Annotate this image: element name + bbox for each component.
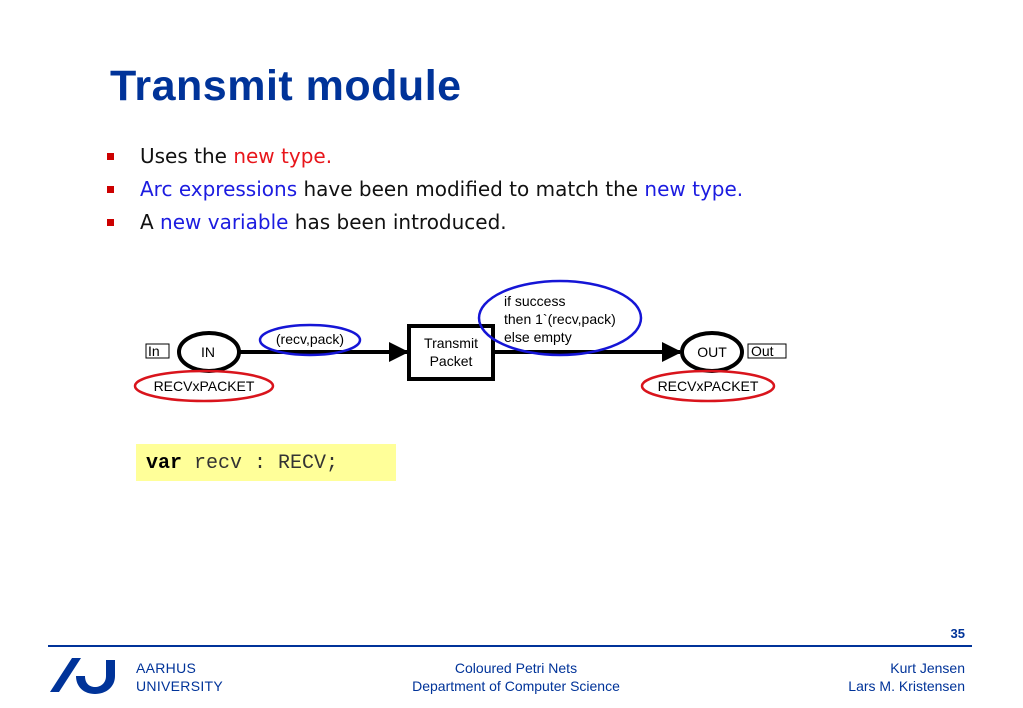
place-out-label: OUT <box>697 344 727 360</box>
bullet-item: Arc expressions have been modified to ma… <box>106 173 743 206</box>
transition-transmit-packet: Transmit Packet <box>407 324 495 381</box>
arc-in-inscription: (recv,pack) <box>276 331 344 347</box>
aarhus-university-logo-icon <box>50 658 115 694</box>
bullet-text: have been modified to match the <box>297 177 645 201</box>
page-number: 35 <box>950 626 965 641</box>
place-out-type: RECVxPACKET <box>658 378 759 394</box>
place-in-label: IN <box>201 344 215 360</box>
bullet-text: A <box>140 210 161 234</box>
type-highlight-in <box>133 369 275 403</box>
arc-out-highlight <box>477 279 643 357</box>
footer-course: Coloured Petri Nets <box>454 660 578 676</box>
slide-title: Transmit module <box>110 62 462 110</box>
arc-out-line1: if success <box>504 293 565 309</box>
footer-course-info: Coloured Petri Nets Department of Comput… <box>380 659 652 695</box>
bullet-highlight: new type. <box>644 177 744 201</box>
footer-authors: Kurt Jensen Lars M. Kristensen <box>848 659 965 695</box>
bullet-item: Uses the new type. <box>106 140 743 173</box>
footer-author-1: Kurt Jensen <box>890 660 965 676</box>
arc-out-line3: else empty <box>504 329 572 345</box>
bullet-highlight: Arc expressions <box>140 177 298 201</box>
university-name: AARHUS UNIVERSITY <box>136 659 223 695</box>
code-keyword: var <box>146 452 183 475</box>
university-line-1: AARHUS <box>136 660 197 676</box>
bullet-list: Uses the new type. Arc expressions have … <box>106 140 743 239</box>
bullet-item: A new variable has been introduced. <box>106 206 743 239</box>
arc-in-highlight <box>258 323 362 357</box>
footer-department: Department of Computer Science <box>412 678 620 694</box>
bullet-marker <box>107 186 114 193</box>
transition-label-line1: Transmit <box>424 335 478 351</box>
footer-author-2: Lars M. Kristensen <box>848 678 965 694</box>
arc-out-line2: then 1`(recv,pack) <box>504 311 616 327</box>
transition-box <box>407 324 495 381</box>
port-tag-in-label: In <box>148 343 160 359</box>
bullet-text: Uses the <box>140 144 234 168</box>
bullet-marker <box>107 219 114 226</box>
port-tag-out <box>747 343 787 359</box>
place-in: In IN RECVxPACKET <box>133 331 275 403</box>
bullet-marker <box>107 153 114 160</box>
place-out: OUT Out RECVxPACKET <box>640 331 787 403</box>
bullet-text: has been introduced. <box>288 210 507 234</box>
bullet-highlight: new variable <box>160 210 289 234</box>
type-highlight-out <box>640 369 776 403</box>
bullet-highlight: new type. <box>233 144 333 168</box>
university-line-2: UNIVERSITY <box>136 678 224 694</box>
place-in-type: RECVxPACKET <box>154 378 255 394</box>
port-tag-in <box>145 343 170 359</box>
footer-divider <box>48 645 972 647</box>
transition-label-line2: Packet <box>430 353 473 369</box>
code-declaration: var recv : RECV; <box>136 444 396 481</box>
code-text: recv : RECV; <box>182 452 339 475</box>
port-tag-out-label: Out <box>751 343 774 359</box>
